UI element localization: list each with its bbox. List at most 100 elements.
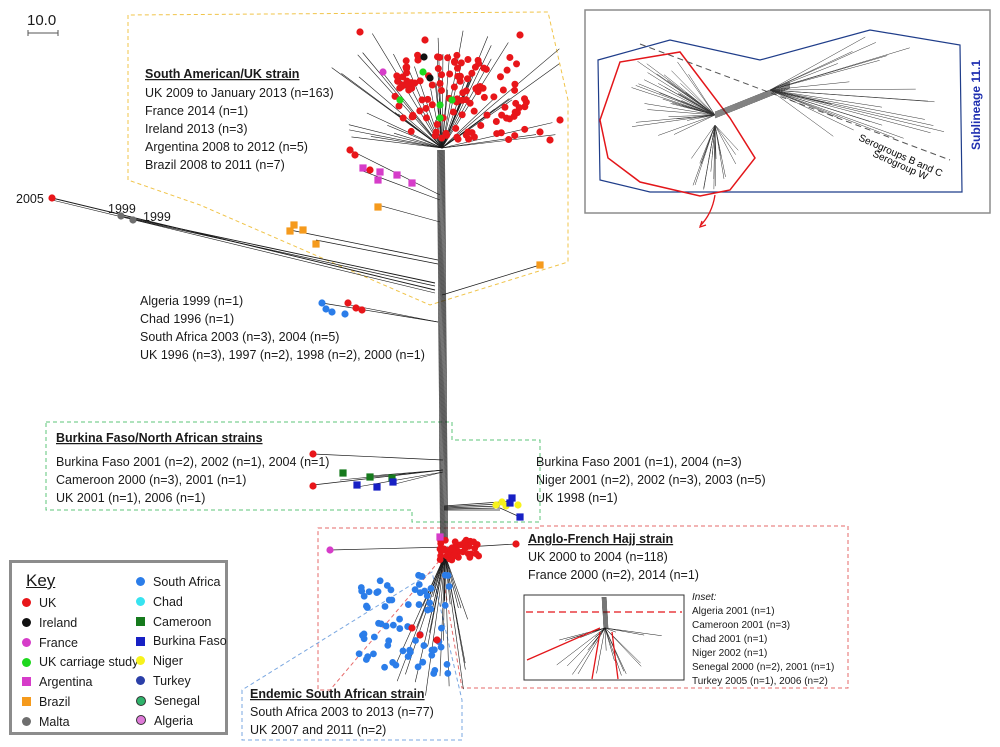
tree-node [536, 128, 544, 136]
tree-node [453, 51, 461, 59]
scale-bar: 10.0 [27, 12, 59, 36]
tree-branch [714, 124, 726, 178]
tree-node [426, 599, 434, 607]
tree-node [436, 53, 444, 61]
tree-node [436, 101, 444, 109]
tree-node [404, 653, 412, 660]
tree-branch [604, 627, 617, 633]
tree-node [420, 53, 428, 61]
tree-node [374, 176, 382, 184]
tree-branch [441, 48, 560, 149]
tree-branch [769, 60, 880, 91]
tree-branch [580, 627, 606, 638]
square-marker-icon [22, 697, 31, 707]
tree-node [389, 478, 397, 486]
tree-node [351, 151, 359, 159]
tree-branch [441, 264, 541, 296]
phylogenetic-network [51, 30, 560, 696]
tree-node [431, 132, 439, 140]
circle-marker-icon [136, 676, 145, 686]
tree-node [389, 621, 397, 629]
tree-branch [556, 627, 606, 666]
tree-node [516, 31, 524, 39]
tree-branch [356, 471, 444, 488]
tree-node [438, 624, 445, 632]
tree-node [428, 651, 436, 659]
legend-label: Brazil [39, 695, 71, 709]
tree-node [424, 606, 431, 614]
tree-branch [369, 469, 444, 477]
tree-node [468, 129, 476, 137]
legend-item-south-africa: South Africa [136, 574, 220, 590]
cluster-line: Brazil 2008 to 2011 (n=7) [145, 158, 285, 172]
tree-node [505, 136, 513, 144]
tree-node [463, 75, 471, 83]
tree-branch [714, 87, 791, 119]
tree-node [430, 646, 438, 654]
tree-branch [441, 134, 556, 149]
tree-node [433, 636, 441, 644]
tree-node [490, 93, 498, 101]
tree-node [341, 310, 349, 318]
tree-branch [647, 72, 716, 116]
tree-node [364, 653, 372, 661]
tree-branch [714, 82, 791, 114]
tree-node [514, 501, 522, 509]
scale-bar-label: 10.0 [27, 12, 56, 29]
tree-branch [312, 469, 444, 486]
tree-node [461, 538, 468, 546]
legend-item-ireland: Ireland [22, 615, 77, 631]
tree-node [428, 81, 436, 89]
inset-line: Algeria 2001 (n=1) [692, 606, 775, 617]
tree-branch [577, 627, 606, 674]
tree-node [426, 74, 434, 82]
legend-item-turkey: Turkey [136, 673, 191, 689]
year-label-1999a: 1999 [108, 202, 136, 216]
tree-node [470, 538, 478, 546]
cluster-line: Algeria 1999 (n=1) [140, 294, 243, 308]
tree-node [461, 544, 469, 552]
tree-branch [769, 89, 904, 139]
tree-node [458, 111, 466, 119]
legend-label: Algeria [154, 713, 193, 728]
tree-node [405, 86, 413, 94]
tree-branch [673, 114, 716, 135]
tree-branch [769, 89, 945, 132]
tree-branch [769, 89, 834, 137]
tree-node [421, 36, 429, 44]
tree-branch [714, 124, 739, 151]
tree-node [445, 583, 453, 590]
tree-node [399, 114, 407, 122]
tree-node [444, 572, 452, 579]
tree-branch [662, 98, 716, 116]
tree-node [396, 96, 404, 104]
legend-label: Chad [153, 594, 183, 609]
tree-node [416, 107, 424, 115]
legend-label: Senegal [154, 693, 200, 708]
tree-node [414, 663, 422, 671]
tree-node [464, 55, 472, 63]
tree-branch [440, 149, 445, 541]
tree-node [444, 54, 452, 62]
tree-node [365, 588, 373, 596]
tree-branch [433, 554, 446, 594]
tree-node [385, 637, 393, 645]
tree-node [496, 73, 504, 81]
legend-item-burkina-faso: Burkina Faso [136, 633, 227, 649]
tree-branch [349, 129, 443, 149]
endemic-outline [241, 571, 463, 741]
tree-node [357, 584, 365, 591]
tree-node [416, 77, 424, 85]
circle-marker-icon [22, 657, 31, 667]
tree-node [438, 134, 446, 142]
tree-node [501, 103, 509, 111]
tree-branch [440, 554, 446, 607]
tree-branch [604, 627, 642, 667]
tree-branch [444, 554, 451, 605]
tree-branch [714, 85, 791, 117]
tree-node [388, 474, 396, 482]
tree-node [472, 550, 480, 558]
tree-branch [443, 505, 501, 509]
legend-item-argentina: Argentina [22, 674, 93, 690]
tree-node [444, 669, 452, 677]
